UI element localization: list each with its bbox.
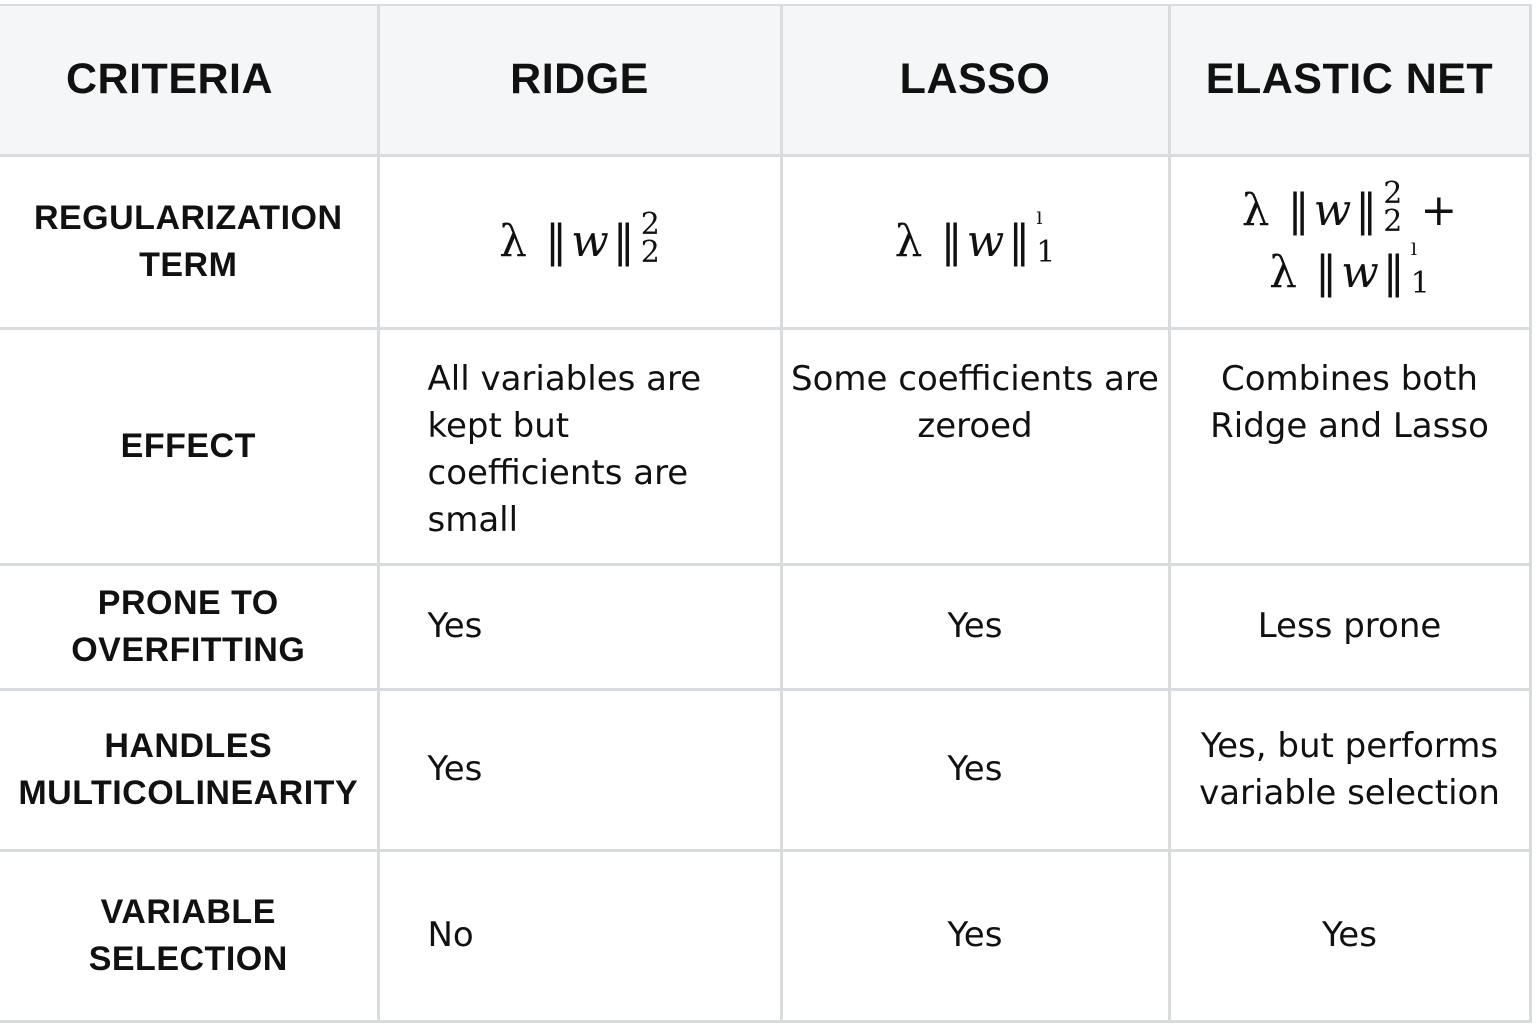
- row-label-line: VARIABLE: [100, 892, 276, 931]
- weight-variable: w: [1313, 184, 1352, 236]
- weight-variable: w: [966, 215, 1005, 267]
- row-label-effect: EFFECT: [0, 326, 380, 566]
- norm-close: ‖: [1008, 215, 1031, 267]
- table-row-handles-multicolinearity: HANDLES MULTICOLINEARITY Yes Yes Yes, bu…: [0, 687, 1532, 852]
- norm-close: ‖: [612, 215, 635, 267]
- elastic-net-effect-cell: Combines both Ridge and Lasso: [1167, 326, 1532, 566]
- subscript: 2: [1383, 203, 1403, 239]
- row-label-line: REGULARIZATION: [33, 198, 343, 237]
- row-label-line: OVERFITTING: [71, 630, 306, 669]
- norm-open: ‖: [1287, 184, 1310, 236]
- norm-close: ‖: [1382, 246, 1405, 298]
- weight-variable: w: [571, 215, 609, 267]
- plus-sign: +: [1420, 184, 1458, 236]
- norm-close: ‖: [1355, 184, 1378, 236]
- norm-open: ‖: [545, 215, 568, 267]
- ridge-multicolinearity-cell: Yes: [376, 687, 783, 852]
- row-label-regularization-term: REGULARIZATION TERM: [0, 153, 380, 330]
- lambda-symbol: λ: [1241, 184, 1270, 236]
- lambda-symbol: λ: [894, 215, 923, 267]
- header-criteria: CRITERIA: [0, 4, 380, 157]
- lambda-symbol: λ: [499, 215, 528, 267]
- row-label-line: PRONE TO: [97, 583, 279, 622]
- header-row: CRITERIA RIDGE LASSO ELASTIC NET: [0, 4, 1532, 157]
- row-label-line: HANDLES: [104, 726, 273, 765]
- table-row-variable-selection: VARIABLE SELECTION No Yes Yes: [0, 848, 1532, 1023]
- row-label-line: MULTICOLINEARITY: [18, 773, 359, 812]
- table-row-prone-to-overfitting: PRONE TO OVERFITTING Yes Yes Less prone: [0, 562, 1532, 691]
- subscript: 2: [640, 234, 660, 270]
- header-ridge: RIDGE: [376, 4, 783, 157]
- row-label-line: SELECTION: [88, 939, 288, 978]
- table-row-effect: EFFECT All variables are kept but coeffi…: [0, 326, 1532, 566]
- weight-variable: w: [1341, 246, 1379, 298]
- lasso-overfitting-cell: Yes: [779, 562, 1171, 691]
- ridge-overfitting-cell: Yes: [376, 562, 783, 691]
- comparison-table-container: CRITERIA RIDGE LASSO ELASTIC NET REGULAR…: [0, 4, 1532, 1023]
- superscript: ˡ: [1036, 206, 1044, 242]
- row-label-line: TERM: [139, 245, 238, 284]
- lambda-symbol: λ: [1269, 246, 1298, 298]
- subscript: 1: [1036, 234, 1056, 270]
- row-label-prone-to-overfitting: PRONE TO OVERFITTING: [0, 562, 380, 691]
- lasso-variable-selection-cell: Yes: [779, 848, 1171, 1023]
- superscript: 2: [1383, 175, 1403, 211]
- lasso-multicolinearity-cell: Yes: [779, 687, 1171, 852]
- ridge-effect-cell: All variables are kept but coefficients …: [376, 326, 783, 566]
- regularization-comparison-table: CRITERIA RIDGE LASSO ELASTIC NET REGULAR…: [0, 4, 1532, 1023]
- row-label-variable-selection: VARIABLE SELECTION: [0, 848, 380, 1023]
- elastic-net-variable-selection-cell: Yes: [1167, 848, 1532, 1023]
- norm-open: ‖: [1315, 246, 1338, 298]
- row-label-handles-multicolinearity: HANDLES MULTICOLINEARITY: [0, 687, 380, 852]
- subscript: 1: [1410, 265, 1430, 301]
- elastic-net-overfitting-cell: Less prone: [1167, 562, 1532, 691]
- header-elastic-net: ELASTIC NET: [1167, 4, 1532, 157]
- norm-open: ‖: [940, 215, 963, 267]
- header-lasso: LASSO: [779, 4, 1171, 157]
- lasso-effect-cell: Some coefficients are zeroed: [779, 326, 1171, 566]
- elastic-net-multicolinearity-cell: Yes, but performs variable selection: [1167, 687, 1532, 852]
- ridge-variable-selection-cell: No: [376, 848, 783, 1023]
- superscript: ˡ: [1410, 237, 1419, 273]
- superscript: 2: [640, 206, 660, 242]
